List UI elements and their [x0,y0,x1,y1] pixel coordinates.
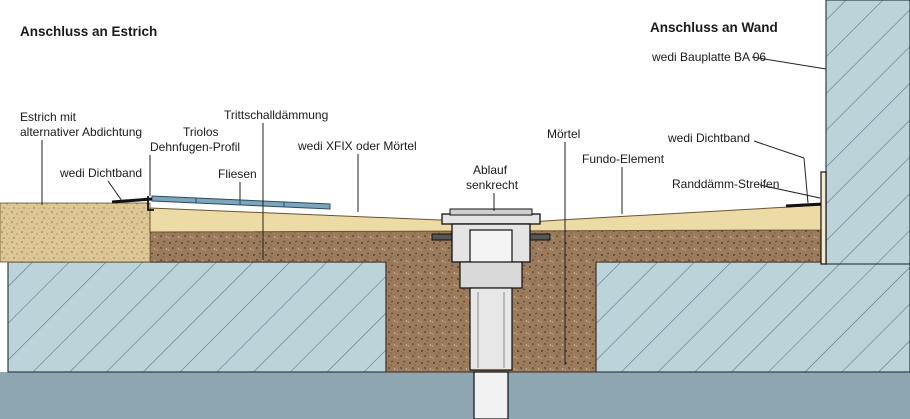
label-estrich-2: alternativer Abdichtung [20,125,142,139]
tiles [151,195,331,210]
heading-wand: Anschluss an Wand [650,20,778,35]
label-fliesen: Fliesen [218,167,257,181]
leader-lines [41,56,827,365]
drain-assembly [431,208,551,419]
label-randdaemm: Randdämm-Streifen [672,177,779,191]
concrete-slab-right [595,261,910,373]
concrete-slab-left [7,261,387,373]
estrich-screed [0,202,151,263]
label-dichtband-right: wedi Dichtband [667,131,750,145]
base-floor-strip [0,372,910,419]
dichtband-right [785,202,824,208]
label-fundo: Fundo-Element [582,152,665,166]
label-estrich-1: Estrich mit [20,110,77,124]
drain-pipe-lower [473,371,509,419]
label-moertel: Mörtel [547,127,580,141]
label-ablauf-1: Ablauf [473,163,508,177]
label-ablauf-2: senkrecht [466,178,519,192]
drain-pipe-upper [469,287,513,371]
dichtband-left [111,197,153,204]
label-triolos-2: Dehnfugen-Profil [150,140,240,154]
wall [825,0,910,265]
heading-estrich: Anschluss an Estrich [20,24,157,39]
randdaemm-streifen [820,171,827,265]
label-bauplatte: wedi Bauplatte BA 06 [651,50,766,64]
label-triolos-1: Triolos [183,125,219,139]
label-dichtband-left: wedi Dichtband [59,166,142,180]
label-xfix: wedi XFIX oder Mörtel [297,139,417,153]
triolos-profile [147,196,154,211]
label-trittschall: Trittschalldämmung [224,108,328,122]
